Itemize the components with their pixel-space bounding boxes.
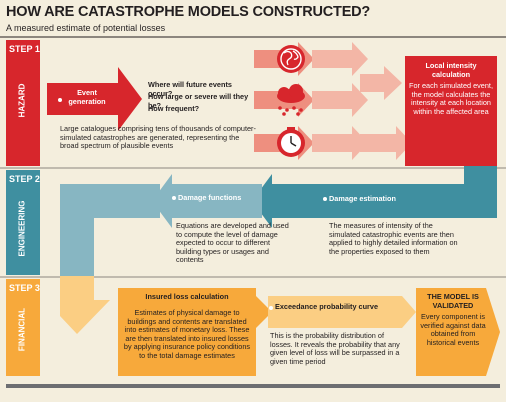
catalogue-description: Large catalogues comprising tens of thou…: [60, 124, 256, 151]
damage-functions-arrow: [152, 174, 262, 228]
hazard-label: HAZARD: [17, 83, 27, 118]
globe-icon: [277, 45, 305, 73]
storm-cloud-icon: [277, 84, 305, 116]
exceedance-text: This is the probability distribution of …: [270, 331, 400, 366]
local-intensity-text: For each simulated event, the model calc…: [409, 81, 493, 116]
connector-step2-step3: [60, 184, 94, 290]
connector-step3-stem: [60, 276, 94, 302]
event-generation-arrow: [47, 67, 142, 131]
question-where: Where will future events occur?: [148, 80, 232, 98]
arrow-to-exceedance: [256, 296, 272, 328]
local-intensity-title: Local intensity calculation: [425, 61, 477, 79]
step1-sidebar: [6, 40, 40, 166]
insured-loss-box: [118, 288, 256, 376]
bullet-dot: [172, 196, 176, 200]
arrow-storm-out: [312, 83, 368, 117]
page-subtitle: A measured estimate of potential losses: [6, 23, 166, 33]
bullet-dot: [58, 98, 62, 102]
page-title: HOW ARE CATASTROPHE MODELS CONSTRUCTED?: [6, 4, 371, 20]
bottom-rule: [6, 384, 500, 388]
financial-label: FINANCIAL: [17, 307, 27, 352]
damage-functions-title: Damage functions: [178, 193, 242, 202]
question-how-large: How large or severe will they be?: [148, 92, 249, 110]
bullet-dot: [323, 197, 327, 201]
damage-estimation-text: The measures of intensity of the simulat…: [329, 221, 458, 256]
damage-functions-text: Equations are developed and used to comp…: [176, 221, 289, 265]
question-frequency: How frequent?: [148, 104, 200, 113]
validated-text: Every component is verified against data…: [420, 312, 486, 347]
step2-label: STEP 2: [9, 174, 40, 184]
step3-sidebar: [6, 279, 40, 376]
exceedance-title: Exceedance probability curve: [275, 302, 379, 311]
bullet-dot: [269, 306, 273, 310]
arrow-clock-to-local: [360, 126, 412, 160]
arrow-to-validated: [402, 296, 416, 328]
arrow-globe-out: [312, 42, 368, 76]
insured-loss-title: Insured loss calculation: [145, 292, 229, 301]
damage-estimation-arrow: [252, 174, 497, 228]
clock-icon: [277, 127, 305, 157]
insured-loss-text: Estimates of physical damage to building…: [123, 308, 251, 360]
exceedance-box: [268, 296, 402, 328]
event-generation-label: Event generation: [68, 88, 106, 106]
step2-sidebar: [6, 170, 40, 275]
local-intensity-box: [405, 56, 497, 166]
step3-label: STEP 3: [9, 283, 40, 293]
step1-label: STEP 1: [9, 44, 40, 54]
validated-title: THE MODEL IS VALIDATED: [427, 292, 479, 310]
arrow-to-local-intensity: [360, 66, 402, 100]
connector-step2-fill: [94, 184, 160, 218]
engineering-label: ENGINEERING: [17, 200, 27, 257]
validated-box: [416, 288, 500, 376]
damage-estimation-title: Damage estimation: [329, 194, 396, 203]
arrow-clock-out: [312, 126, 368, 160]
